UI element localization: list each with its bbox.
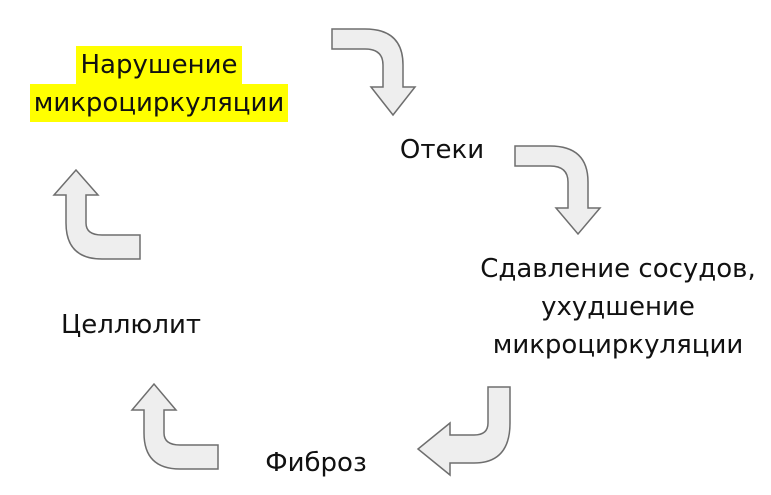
- node-vessel-compression-line2: ухудшение: [541, 292, 695, 322]
- curved-arrow-icon-4: [130, 382, 219, 470]
- node-vessel-compression-line3: микроциркуляции: [492, 330, 744, 360]
- node-vessel-compression: Сдавление сосудов, ухудшение микроциркул…: [478, 250, 758, 364]
- node-edema: Отеки: [399, 135, 485, 165]
- node-cellulite: Целлюлит: [61, 310, 201, 340]
- curved-arrow-icon-1: [331, 28, 417, 117]
- node-microcirculation-disorder-line2: микроциркуляции: [29, 84, 289, 122]
- curved-arrow-icon-3: [416, 386, 511, 477]
- curved-arrow-icon-5: [52, 168, 141, 260]
- curved-arrow-icon-2: [514, 145, 602, 236]
- node-microcirculation-disorder: Нарушение микроциркуляции: [14, 46, 304, 122]
- node-vessel-compression-line1: Сдавление сосудов,: [480, 254, 756, 284]
- node-fibrosis: Фиброз: [265, 448, 367, 478]
- node-microcirculation-disorder-line1: Нарушение: [76, 46, 242, 84]
